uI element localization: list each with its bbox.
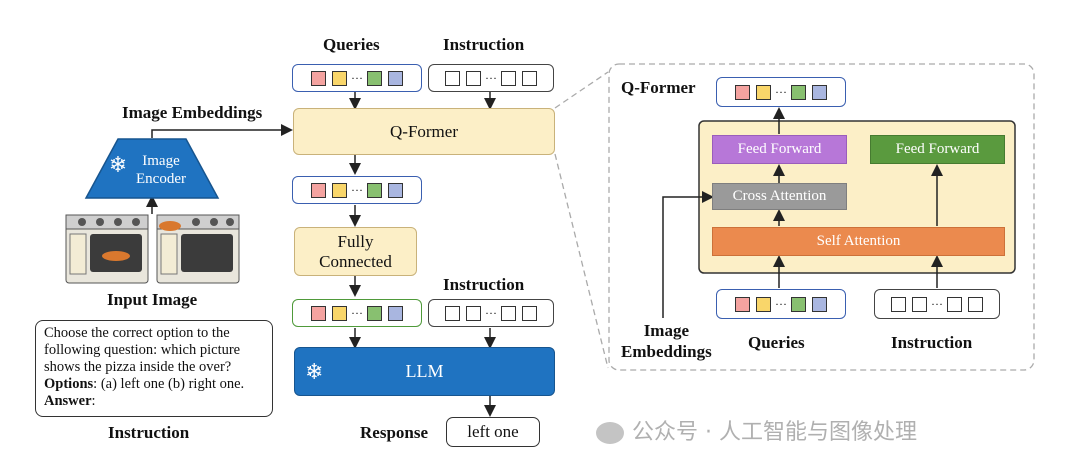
prompt-options-text: : (a) left one (b) right one. bbox=[93, 376, 245, 392]
token-green bbox=[791, 296, 806, 312]
token-green bbox=[367, 305, 382, 321]
cross-attention-label: Cross Attention bbox=[732, 188, 827, 204]
feed-forward-right-label: Feed Forward bbox=[895, 141, 980, 157]
feed-forward-right: Feed Forward bbox=[870, 135, 1005, 164]
token-empty bbox=[968, 296, 983, 312]
queries-label-right: Queries bbox=[748, 333, 805, 352]
response-value-box: left one bbox=[446, 417, 540, 447]
image-embeddings-line-1: Image bbox=[643, 321, 690, 340]
output-query-tokens: ··· bbox=[716, 77, 846, 107]
token-blue bbox=[812, 84, 827, 100]
prompt-question: Choose the correct option to the followi… bbox=[44, 325, 241, 375]
fully-connected-line-2: Connected bbox=[319, 251, 392, 271]
query-tokens-mid: ··· bbox=[292, 176, 422, 204]
token-empty bbox=[947, 296, 962, 312]
fully-connected-line-1: Fully bbox=[337, 231, 374, 251]
fully-connected-block: Fully Connected bbox=[294, 227, 417, 276]
response-value: left one bbox=[467, 422, 519, 441]
self-attention-label: Self Attention bbox=[816, 233, 901, 249]
token-red bbox=[311, 305, 326, 321]
token-empty bbox=[912, 296, 927, 312]
token-green bbox=[367, 182, 382, 198]
input-image-label: Input Image bbox=[107, 290, 198, 309]
snowflake-icon: ❄ bbox=[305, 358, 324, 384]
response-label: Response bbox=[360, 423, 429, 442]
instruction-caption: Instruction bbox=[108, 423, 190, 442]
image-embeddings-label: Image Embeddings bbox=[122, 103, 263, 122]
token-blue bbox=[388, 70, 403, 86]
qformer-block: Q-Former bbox=[293, 108, 555, 155]
ellipsis: ··· bbox=[485, 306, 497, 320]
token-empty bbox=[445, 70, 460, 86]
query-tokens-fc: ··· bbox=[292, 299, 422, 327]
llm-block: ❄ LLM bbox=[294, 347, 555, 396]
feed-forward-left-label: Feed Forward bbox=[737, 141, 822, 157]
token-red bbox=[735, 84, 750, 100]
token-yellow bbox=[332, 70, 347, 86]
instruction-prompt: Choose the correct option to the followi… bbox=[35, 320, 273, 417]
feed-forward-left: Feed Forward bbox=[712, 135, 847, 164]
prompt-answer-label: Answer bbox=[44, 393, 92, 409]
llm-label: LLM bbox=[405, 361, 444, 381]
queries-label: Queries bbox=[323, 35, 380, 54]
token-red bbox=[735, 296, 750, 312]
token-empty bbox=[891, 296, 906, 312]
self-attention-block: Self Attention bbox=[712, 227, 1005, 256]
token-empty bbox=[445, 305, 460, 321]
qformer-label: Q-Former bbox=[390, 121, 458, 141]
cross-attention-block: Cross Attention bbox=[712, 183, 847, 210]
ellipsis: ··· bbox=[485, 71, 497, 85]
instruction-label-top: Instruction bbox=[443, 35, 525, 54]
instruction-label-right: Instruction bbox=[891, 333, 973, 352]
image-encoder-label: Image Encoder bbox=[132, 152, 190, 188]
wechat-icon bbox=[596, 422, 624, 444]
prompt-options-label: Options bbox=[44, 376, 94, 392]
instruction-tokens-top: ··· bbox=[428, 64, 554, 92]
token-empty bbox=[501, 70, 516, 86]
instruction-tokens-mid: ··· bbox=[428, 299, 554, 327]
ellipsis: ··· bbox=[931, 297, 943, 311]
token-yellow bbox=[332, 305, 347, 321]
image-embeddings-right: Image Embeddings bbox=[621, 320, 712, 362]
image-encoder-line-1: Image bbox=[142, 153, 180, 169]
token-yellow bbox=[756, 296, 771, 312]
token-yellow bbox=[756, 84, 771, 100]
qformer-detail-title: Q-Former bbox=[621, 78, 696, 97]
ellipsis: ··· bbox=[775, 297, 787, 311]
token-empty bbox=[466, 305, 481, 321]
token-blue bbox=[812, 296, 827, 312]
query-tokens-top: ··· bbox=[292, 64, 422, 92]
token-blue bbox=[388, 182, 403, 198]
watermark: 公众号 · 人工智能与图像处理 bbox=[596, 414, 917, 446]
prompt-answer-text: : bbox=[91, 393, 96, 409]
input-query-tokens: ··· bbox=[716, 289, 846, 319]
image-encoder-line-2: Encoder bbox=[136, 171, 186, 187]
watermark-text: 公众号 · 人工智能与图像处理 bbox=[632, 420, 917, 445]
token-green bbox=[367, 70, 382, 86]
token-empty bbox=[522, 305, 537, 321]
snowflake-icon: ❄ bbox=[108, 152, 128, 177]
token-red bbox=[311, 70, 326, 86]
token-empty bbox=[466, 70, 481, 86]
ellipsis: ··· bbox=[775, 85, 787, 99]
token-green bbox=[791, 84, 806, 100]
token-empty bbox=[501, 305, 516, 321]
image-embeddings-line-2: Embeddings bbox=[621, 342, 712, 361]
input-instruction-tokens: ··· bbox=[874, 289, 1000, 319]
token-yellow bbox=[332, 182, 347, 198]
instruction-label-mid: Instruction bbox=[443, 275, 525, 294]
token-empty bbox=[522, 70, 537, 86]
token-red bbox=[311, 182, 326, 198]
ellipsis: ··· bbox=[351, 306, 363, 320]
ellipsis: ··· bbox=[351, 71, 363, 85]
token-blue bbox=[388, 305, 403, 321]
ellipsis: ··· bbox=[351, 183, 363, 197]
